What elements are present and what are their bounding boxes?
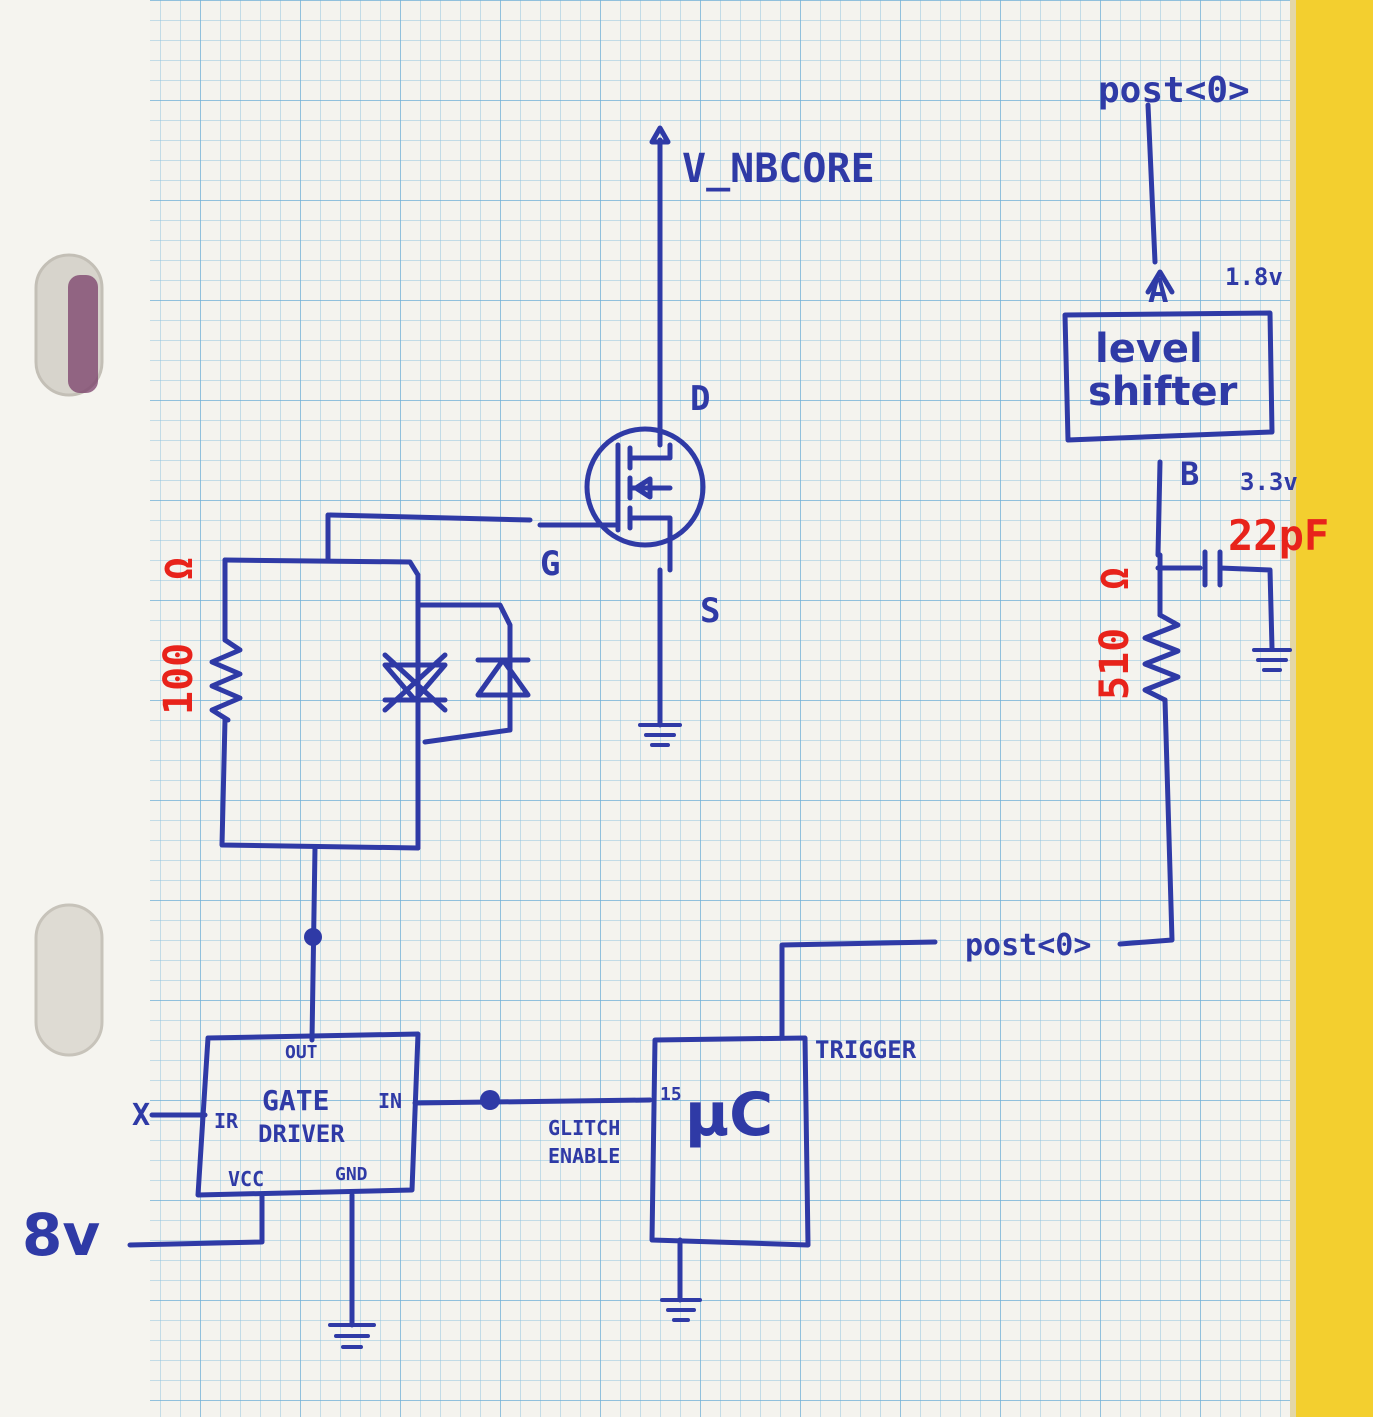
v-nbcore-label: V_NBCORE [682, 146, 875, 192]
gate-driver-box [127, 1031, 653, 1349]
gate-resistor-unit: Ω [157, 557, 201, 580]
level-shifter-line2: shifter [1088, 369, 1238, 415]
supply-8v-label: 8v [22, 1201, 100, 1269]
gate-driver-line1: GATE [262, 1084, 329, 1117]
gate-label: G [540, 544, 560, 584]
glitch-enable-line1: GLITCH [548, 1116, 620, 1140]
gate-network [209, 512, 533, 1043]
pin-x-label: X [132, 1098, 150, 1133]
gate-driver-line2: DRIVER [258, 1120, 345, 1148]
grid-paper [150, 0, 1300, 1417]
uc-pin-label: 15 [660, 1084, 682, 1105]
resistor2-value: 510 [1092, 628, 1138, 700]
drain-label: D [690, 379, 710, 419]
microcontroller-box [649, 939, 938, 1322]
pin-out-label: OUT [285, 1042, 318, 1063]
pin-in-label: IN [378, 1089, 402, 1113]
yellow-folder-edge [1293, 0, 1373, 1417]
level-shifter-line1: level [1095, 326, 1203, 372]
pin-ir-label: IR [214, 1109, 239, 1133]
resistor2-unit: Ω [1093, 567, 1137, 590]
uc-label: μC [685, 1080, 773, 1150]
punch-hole-bottom [34, 903, 104, 1057]
source-label: S [700, 591, 720, 631]
pin-gnd-label: GND [335, 1164, 368, 1185]
pin-a-label: A [1148, 271, 1168, 311]
gate-resistor-value: 100 [156, 643, 202, 715]
level-shifter-box [1062, 102, 1292, 947]
trigger-label: TRIGGER [815, 1036, 917, 1064]
pin-b-label: B [1180, 455, 1199, 493]
cap-value-label: 22pF [1228, 511, 1329, 560]
pin-vcc-label: VCC [228, 1167, 264, 1191]
voltage-a-label: 1.8v [1225, 263, 1283, 291]
post-bottom-label: post<0> [965, 928, 1091, 963]
post-top-label: post<0> [1098, 70, 1250, 111]
mosfet-symbol [537, 125, 706, 747]
glitch-enable-line2: ENABLE [548, 1144, 620, 1168]
voltage-b-label: 3.3v [1240, 468, 1298, 496]
